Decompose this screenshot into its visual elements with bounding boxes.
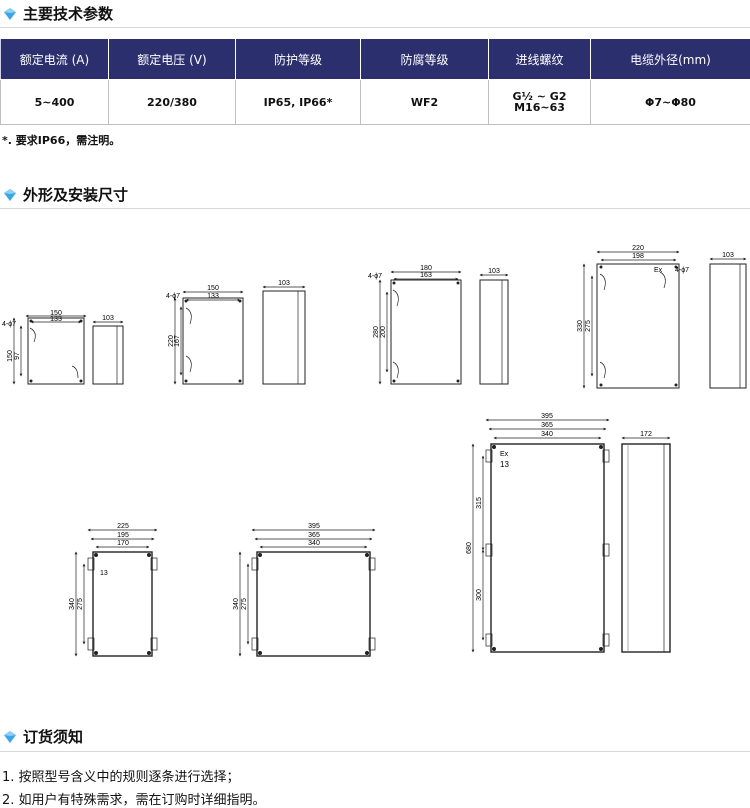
dim-height-outer: 340: [69, 598, 76, 610]
dim-depth: 103: [722, 252, 734, 259]
params-title-text: 主要技术参数: [23, 5, 114, 23]
dim-width-outer: 150: [207, 285, 219, 292]
dims-title-text: 外形及安装尺寸: [23, 186, 129, 204]
ex-mark: Ex: [500, 451, 509, 458]
enclosure-150x220: 150 133 220 167 4-ϕ7 103: [166, 280, 306, 385]
dim-width-2: 195: [117, 532, 129, 539]
dim-height-upper: 315: [476, 497, 483, 509]
divider: [0, 751, 750, 752]
header-protection-grade: 防护等级: [235, 38, 361, 80]
params-section-title: 主要技术参数: [4, 3, 113, 24]
header-anticorrosion-grade: 防腐等级: [360, 38, 489, 80]
order-item: 2. 如用户有特殊需求，需在订购时详细指明。: [2, 793, 266, 808]
dim-height-inner: 275: [585, 320, 592, 332]
order-item: 1. 按照型号含义中的规则逐条进行选择；: [2, 770, 240, 785]
header-cable-diameter: 电缆外径(mm): [590, 38, 750, 80]
dim-depth: 172: [640, 431, 652, 438]
dim-height-outer: 220: [168, 335, 175, 347]
enclosure-220x330: 220 198 330 275 Ex 4-ϕ7 103: [577, 245, 747, 389]
dims-section-title: 外形及安装尺寸: [4, 184, 128, 205]
ex-mark: Ex: [654, 267, 663, 274]
dim-width-1: 395: [308, 523, 320, 530]
dim-height-outer: 340: [233, 598, 240, 610]
dim-height-outer: 330: [577, 320, 584, 332]
thread-line-2: M16~63: [514, 101, 565, 114]
hole-label: 4-ϕ7: [675, 267, 689, 274]
table-header-row: 额定电流 (A) 额定电压 (V) 防护等级 防腐等级 进线螺纹 电缆外径(mm…: [0, 38, 750, 80]
dim-height-inner: 167: [174, 335, 181, 347]
hole-label: 4-ϕ7: [166, 293, 180, 300]
dim-depth: 103: [278, 280, 290, 287]
dim-width-3: 170: [117, 540, 129, 547]
cell-cable: Φ7~Φ80: [590, 79, 750, 125]
hole-label: 4-ϕ7: [368, 273, 382, 280]
header-inlet-thread: 进线螺纹: [488, 38, 591, 80]
header-rated-voltage: 额定电压 (V): [108, 38, 236, 80]
dim-width-2: 365: [541, 422, 553, 429]
dim-width-3: 340: [308, 540, 320, 547]
cell-protection: IP65, IP66*: [235, 79, 361, 125]
diamond-icon: [4, 7, 16, 20]
dim-width-outer: 150: [50, 310, 62, 317]
dim-width-inner: 133: [207, 293, 219, 300]
dimension-drawings: 150 133 150 97 4-ϕ7 103 150 133 220 167 …: [2, 245, 747, 657]
dim-width-3: 340: [541, 431, 553, 438]
dim-width-1: 225: [117, 523, 129, 530]
dim-height-outer: 280: [373, 326, 380, 338]
dim-depth: 103: [488, 268, 500, 275]
dim-offset: 13: [100, 570, 108, 577]
dim-height-outer: 150: [7, 350, 14, 362]
cell-anticorrosion: WF2: [360, 79, 489, 125]
divider: [0, 27, 750, 28]
dim-height-inner: 97: [14, 352, 21, 360]
enclosure-395x680: 395 365 340 680 315 300 Ex 13 172: [466, 413, 671, 653]
dim-depth: 103: [102, 315, 114, 322]
dim-height-inner: 275: [241, 598, 248, 610]
thread-line-1: G½ ~ G2: [512, 90, 567, 103]
cell-current: 5~400: [0, 79, 109, 125]
dim-height-inner: 200: [380, 326, 387, 338]
cell-voltage: 220/380: [108, 79, 236, 125]
divider: [0, 208, 750, 209]
dim-offset: 13: [500, 460, 509, 469]
dim-width-1: 395: [541, 413, 553, 420]
enclosure-225x340: 225 195 170 340 275 13: [69, 523, 158, 657]
diamond-icon: [4, 730, 16, 743]
order-section-title: 订货须知: [4, 726, 83, 747]
dim-height-inner: 275: [77, 598, 84, 610]
diamond-icon: [4, 188, 16, 201]
dim-width-outer: 180: [420, 265, 432, 272]
order-title-text: 订货须知: [23, 728, 84, 746]
dim-width-2: 365: [308, 532, 320, 539]
enclosure-180x280: 180 163 280 200 4-ϕ7 103: [368, 265, 509, 385]
ip66-note: *. 要求IP66，需注明。: [2, 134, 121, 147]
enclosure-395x340: 395 365 340 340 275: [233, 523, 376, 657]
dim-width-inner: 133: [50, 316, 62, 323]
hole-label: 4-ϕ7: [2, 321, 16, 328]
dim-width-outer: 220: [632, 245, 644, 252]
enclosure-150x150: 150 133 150 97 4-ϕ7 103: [2, 310, 124, 385]
spec-table: 额定电流 (A) 额定电压 (V) 防护等级 防腐等级 进线螺纹 电缆外径(mm…: [0, 38, 750, 125]
header-rated-current: 额定电流 (A): [0, 38, 109, 80]
dim-height-lower: 300: [476, 589, 483, 601]
dim-width-inner: 198: [632, 253, 644, 260]
dim-width-inner: 163: [420, 272, 432, 279]
dim-height-total: 680: [466, 542, 473, 554]
